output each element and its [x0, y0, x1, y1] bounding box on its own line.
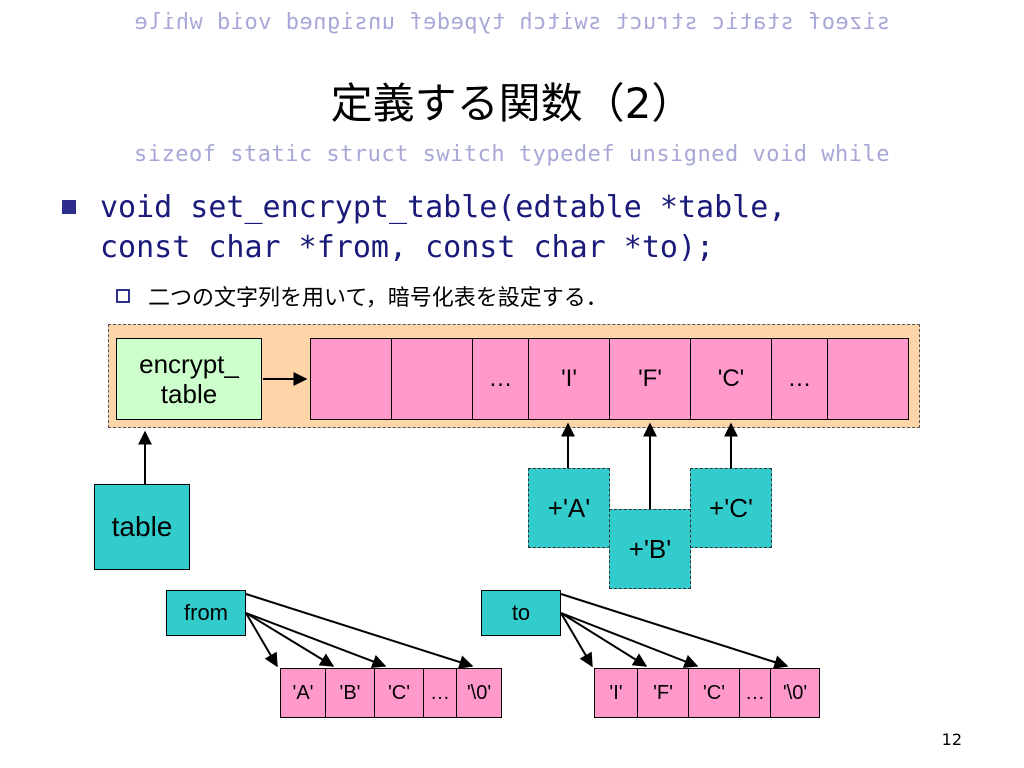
page-number: 12 — [941, 730, 962, 749]
table-cell — [827, 338, 909, 420]
to-char-cell: 'I' — [594, 668, 638, 718]
from-arrow-3 — [245, 612, 387, 669]
from-char-cell: … — [423, 668, 457, 718]
to-pointer-box: to — [481, 590, 561, 636]
keywords-banner: sizeof static struct switch typedef unsi… — [134, 142, 890, 167]
table-cell: … — [472, 338, 529, 420]
to-arrow-2 — [560, 612, 648, 667]
to-arrow-3 — [560, 612, 699, 668]
from-arrow-4 — [245, 593, 474, 669]
encrypt-label-line1: encrypt_ — [139, 349, 239, 379]
offset-b-box: +'B' — [609, 509, 691, 589]
code-line-2: const char *from, const char *to); — [100, 230, 715, 265]
to-char-cell: '\0' — [770, 668, 820, 718]
table-cell: 'F' — [609, 338, 691, 420]
from-char-cell: 'B' — [325, 668, 375, 718]
sub-bullet-text: 二つの文字列を用いて，暗号化表を設定する． — [148, 286, 608, 311]
function-signature: void set_encrypt_table(edtable *table, c… — [100, 188, 980, 268]
from-arrow-2 — [245, 612, 335, 667]
from-char-cell: 'C' — [374, 668, 424, 718]
from-pointer-box: from — [166, 590, 246, 636]
table-cell: 'C' — [690, 338, 772, 420]
table-cell: … — [771, 338, 828, 420]
from-arrow-1 — [245, 612, 278, 668]
bullet-square-icon — [62, 200, 76, 214]
to-char-cell: 'C' — [688, 668, 740, 718]
to-char-cell: 'F' — [637, 668, 689, 718]
from-char-cell: 'A' — [280, 668, 326, 718]
offset-c-box: +'C' — [690, 468, 772, 548]
slide-title: 定義する関数（2） — [330, 79, 694, 128]
code-line-1: void set_encrypt_table(edtable *table, — [100, 190, 787, 225]
table-cell: 'I' — [528, 338, 610, 420]
bullet-hollow-square-icon — [116, 289, 130, 303]
to-arrow-4 — [560, 593, 789, 669]
to-arrow-1 — [560, 612, 593, 668]
offset-a-box: +'A' — [528, 468, 610, 548]
encrypt-label-line2: table — [160, 379, 218, 409]
table-cell — [391, 338, 473, 420]
from-char-cell: '\0' — [456, 668, 502, 718]
encrypt-table-label: encrypt_ table — [116, 338, 262, 420]
table-pointer-box: table — [94, 484, 190, 570]
